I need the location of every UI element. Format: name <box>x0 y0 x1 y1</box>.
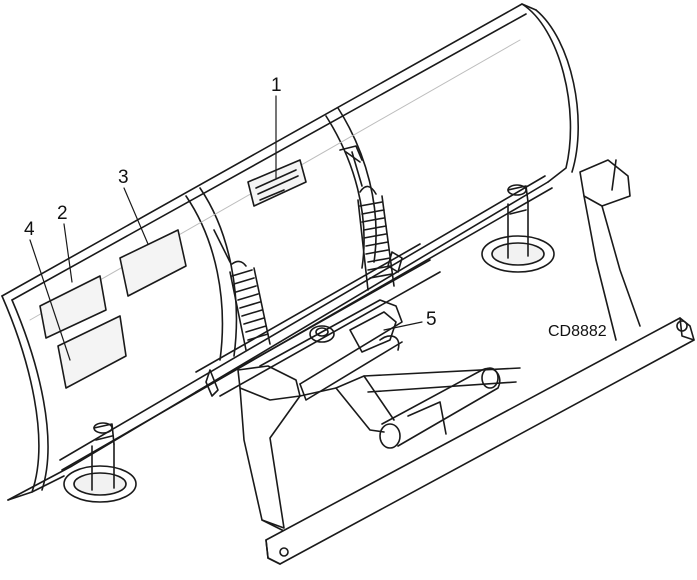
leader-4 <box>29 239 71 361</box>
callout-1: 1 <box>271 75 282 96</box>
callout-2: 2 <box>57 203 68 224</box>
decal-3 <box>119 229 187 297</box>
blade-mount-channel <box>195 145 441 397</box>
callout-5: 5 <box>426 309 437 330</box>
leader-5 <box>383 321 423 331</box>
skid-shoe-left <box>63 422 137 503</box>
spring-left <box>213 229 271 351</box>
plow-blade <box>1 3 579 501</box>
decal-2 <box>39 275 107 339</box>
leader-lines <box>29 95 423 361</box>
warning-label-1 <box>247 159 307 207</box>
drawing-code: CD8882 <box>548 323 607 340</box>
center-pivot <box>259 299 403 401</box>
callout-4: 4 <box>24 219 35 240</box>
hydraulic-cylinder <box>379 367 501 449</box>
spring-right <box>351 151 395 291</box>
leader-2 <box>63 223 73 283</box>
skid-shoe-right <box>481 184 555 273</box>
push-frame-bar <box>265 317 695 565</box>
a-frame <box>237 159 641 533</box>
callout-3: 3 <box>118 167 129 188</box>
leader-3 <box>123 187 149 245</box>
decal-4 <box>57 315 127 389</box>
